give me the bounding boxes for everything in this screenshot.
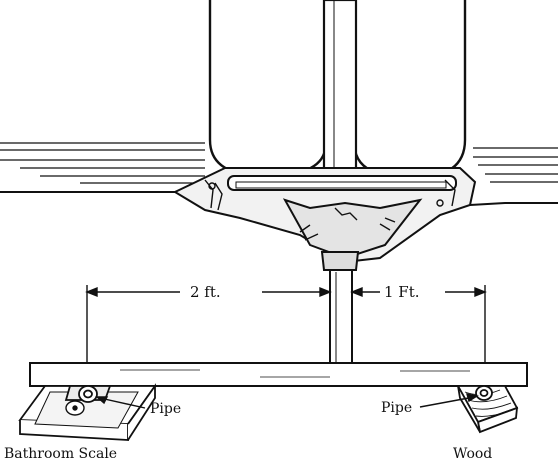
tank-right [353, 0, 467, 180]
pipe-left-roller [64, 385, 112, 403]
pipe-right-pointer [419, 393, 479, 408]
tank-left [208, 0, 327, 178]
pipe-right-label: Pipe [381, 400, 412, 416]
dimension-right-label: 1 Ft. [384, 283, 420, 301]
wood-grain [464, 389, 514, 417]
pipe-right-roller [475, 385, 493, 401]
wood-label: Wood [453, 446, 492, 462]
tank-base-bracket [172, 167, 477, 271]
plank [29, 362, 528, 387]
floor-hatching [0, 142, 558, 184]
pipe-left-pointer [95, 396, 146, 409]
dimension-line [85, 285, 487, 400]
pipe-left-label: Pipe [150, 401, 181, 417]
dimension-left-label: 2 ft. [190, 283, 221, 301]
support-pipe [329, 269, 353, 365]
bracket-details [204, 179, 456, 241]
bathroom-scale-label: Bathroom Scale [4, 446, 117, 462]
bathroom-scale [18, 383, 157, 441]
scale-dial-icon [65, 400, 85, 416]
